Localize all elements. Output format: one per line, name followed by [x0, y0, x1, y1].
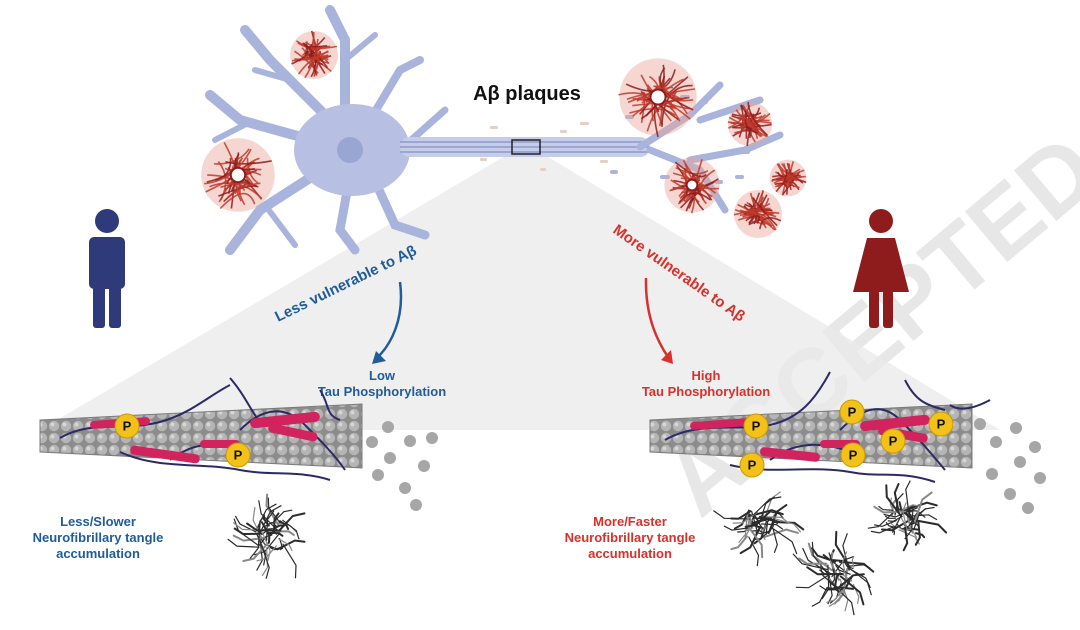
right-microtubule: [649, 371, 1046, 514]
amyloid-plaque: [733, 190, 782, 238]
phosphate-label: P: [849, 448, 858, 463]
right-tangle-label-2: Neurofibrillary tangle: [565, 530, 696, 545]
left-arrow: [372, 281, 403, 364]
left-tangle-label-3: accumulation: [56, 546, 140, 561]
abeta-fragments: [480, 122, 608, 171]
phosphate-label: P: [889, 434, 898, 449]
plaques: [201, 30, 807, 238]
zoom-box: [511, 139, 541, 155]
left-tau-strands: [59, 377, 346, 481]
right-arrow: [644, 277, 673, 364]
phosphate-label: P: [748, 458, 757, 473]
high-label: High: [692, 368, 721, 383]
nucleus: [337, 137, 363, 163]
left-tangle-label-2: Neurofibrillary tangle: [33, 530, 164, 545]
phosphate-marker: P: [840, 442, 866, 468]
phosphate-label: P: [123, 419, 132, 434]
tangle-cluster: [713, 491, 805, 567]
phosphate-marker: P: [743, 413, 769, 439]
amyloid-plaque: [618, 58, 697, 138]
amyloid-plaque: [201, 138, 275, 212]
amyloid-plaque: [290, 30, 338, 79]
phosphate-label: P: [937, 417, 946, 432]
phosphate-label: P: [848, 405, 857, 420]
tangle-cluster: [227, 493, 306, 579]
phosphate-marker: P: [225, 442, 251, 468]
female-figure-icon: [853, 209, 909, 328]
left-tangle-label-1: Less/Slower: [60, 514, 136, 529]
left-tau-label: Tau Phosphorylation: [318, 384, 446, 399]
right-tangle-label-3: accumulation: [588, 546, 672, 561]
male-figure-icon: [89, 209, 125, 328]
zoom-projection: [40, 152, 1000, 430]
phosphate-label: P: [752, 419, 761, 434]
phosphate-label: P: [234, 448, 243, 463]
neuron: [205, 5, 784, 255]
amyloid-plaque: [664, 157, 720, 214]
right-tangle-label-1: More/Faster: [593, 514, 667, 529]
phosphate-marker: P: [928, 411, 954, 437]
phosphate-marker: P: [839, 399, 865, 425]
tangle-cluster: [792, 530, 875, 616]
amyloid-plaque: [727, 101, 773, 147]
left-free-tubulin: [366, 421, 438, 511]
tangle-cluster: [867, 480, 948, 552]
title-label: Aβ plaques: [473, 83, 581, 105]
right-tau-label: Tau Phosphorylation: [642, 384, 770, 399]
amyloid-plaque: [769, 159, 807, 197]
right-free-tubulin: [974, 418, 1046, 514]
phosphate-marker: P: [114, 413, 140, 439]
phosphate-marker: P: [739, 452, 765, 478]
phosphorylation-markers: P P P P P P P P: [114, 399, 954, 478]
phosphate-marker: P: [880, 428, 906, 454]
low-label: Low: [369, 368, 396, 383]
neurofibrillary-tangles: [227, 480, 948, 616]
